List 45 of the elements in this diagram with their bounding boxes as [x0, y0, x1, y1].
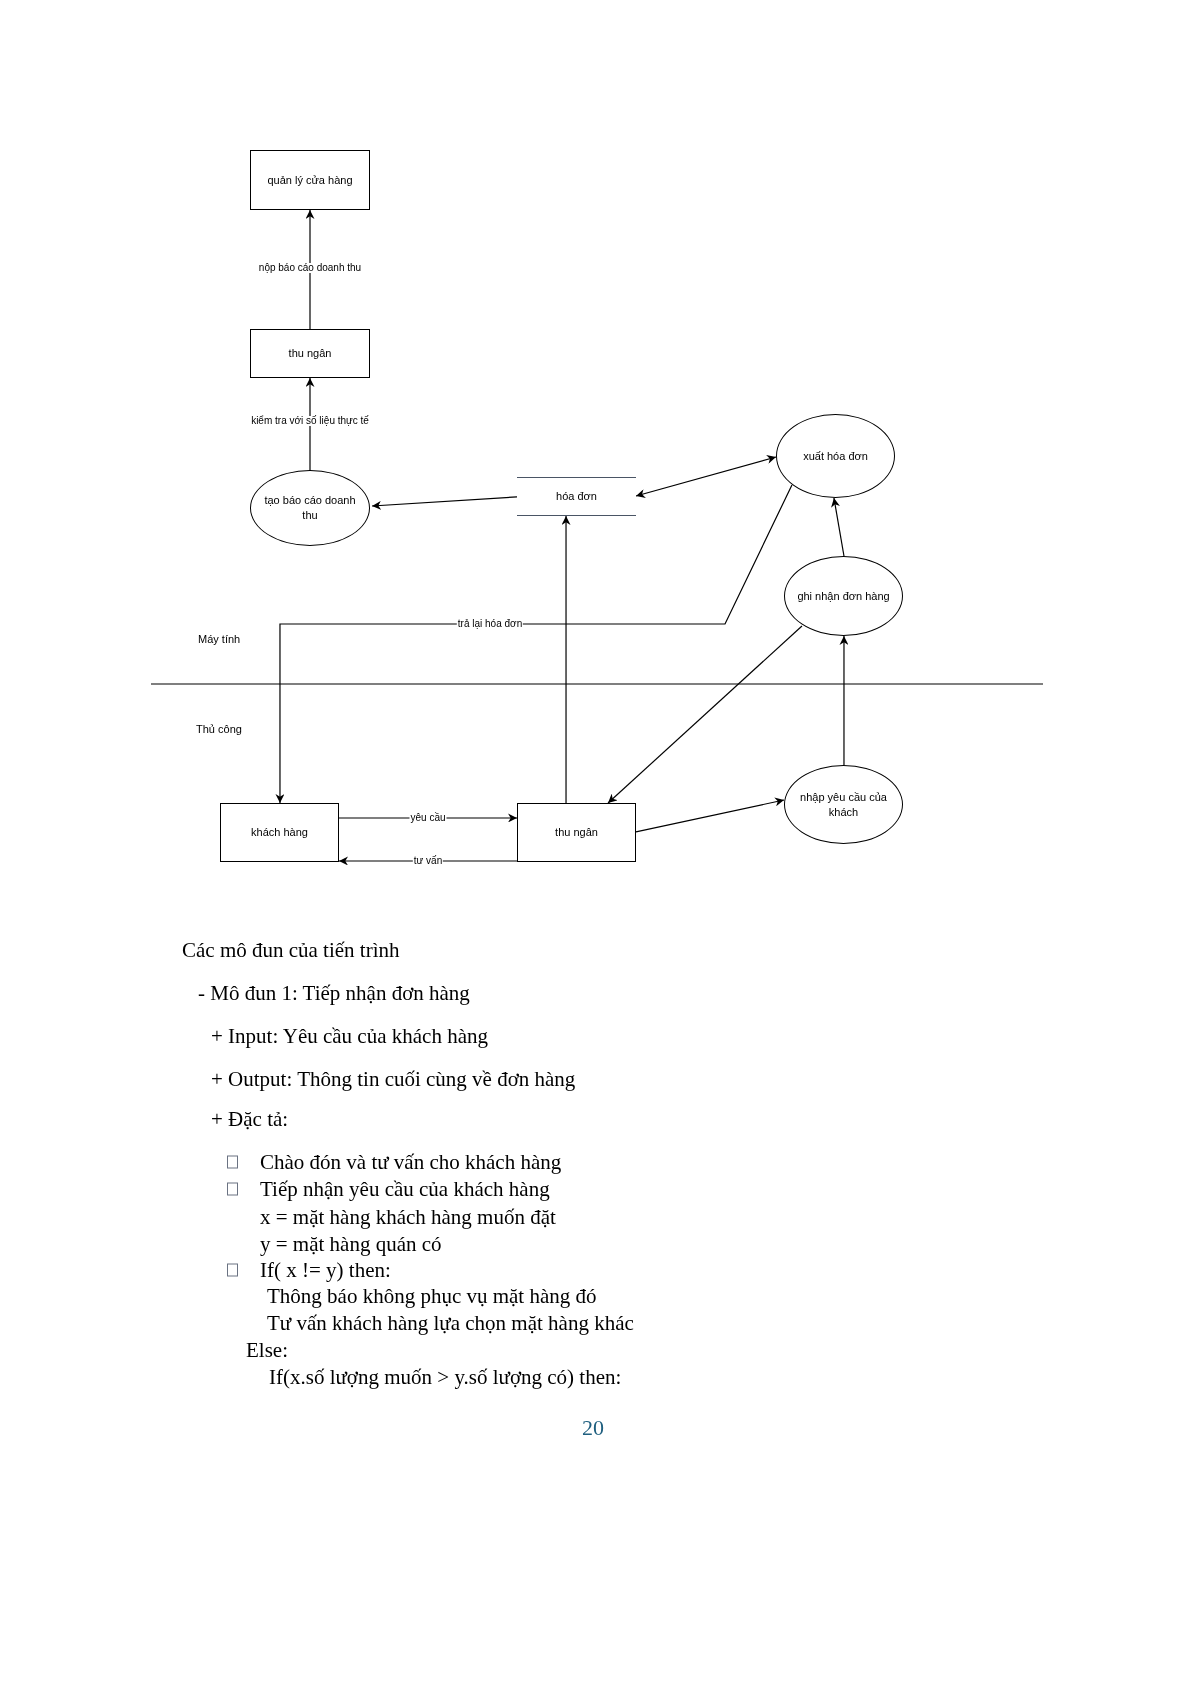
- process-box: [220, 803, 339, 862]
- node-label: khách hàng: [251, 825, 308, 840]
- text-line: - Mô đun 1: Tiếp nhận đơn hàng: [198, 981, 470, 1005]
- edge-label: trả lại hóa đơn: [456, 619, 524, 629]
- arrow: [305, 377, 315, 471]
- text-line: Tiếp nhận yêu cầu của khách hàng: [260, 1177, 550, 1201]
- arrow: [275, 484, 793, 804]
- text-line: x = mặt hàng khách hàng muốn đặt: [260, 1205, 556, 1229]
- arrow: [305, 209, 315, 330]
- text-line: + Đặc tả:: [211, 1107, 289, 1131]
- arrow: [635, 797, 785, 833]
- swimlane-label: Máy tính: [198, 631, 241, 647]
- arrow: [831, 497, 845, 557]
- text-line: y = mặt hàng quán có: [260, 1232, 442, 1256]
- swimlane-label: Thủ công: [196, 721, 242, 737]
- node-label: hóa đơn: [556, 489, 597, 504]
- arrow: [607, 625, 803, 804]
- arrow: [561, 515, 571, 804]
- text-line: Các mô đun của tiến trình: [182, 938, 400, 962]
- node-label: nhập yêu cầu của khách: [799, 789, 888, 820]
- arrow: [371, 496, 518, 510]
- process-box: [250, 329, 370, 378]
- node-label: thu ngân: [288, 346, 332, 361]
- text-line: If( x != y) then:: [260, 1258, 391, 1282]
- process-box: [250, 150, 370, 210]
- arrow: [635, 455, 777, 498]
- text-line: Else:: [246, 1338, 288, 1362]
- text-line: + Input: Yêu cầu của khách hàng: [211, 1024, 488, 1048]
- node-label: thu ngân: [555, 825, 598, 840]
- edge-label: kiểm tra với số liệu thực tế: [250, 416, 370, 426]
- process-box: [517, 803, 636, 862]
- text-line: + Output: Thông tin cuối cùng về đơn hàng: [211, 1067, 576, 1091]
- text-line: Tư vấn khách hàng lựa chọn mặt hàng khác: [267, 1311, 634, 1335]
- text-line: Chào đón và tư vấn cho khách hàng: [260, 1150, 562, 1174]
- node-label: tạo báo cáo doanh thu: [263, 493, 357, 523]
- page-number: 20: [582, 1413, 604, 1442]
- edge-label: yêu cầu: [409, 813, 447, 823]
- edge-label: nộp báo cáo doanh thu: [257, 263, 363, 273]
- node-label: quản lý cửa hàng: [267, 172, 353, 188]
- arrow: [839, 635, 849, 766]
- text-line: If(x.số lượng muốn > y.số lượng có) then:: [269, 1365, 622, 1389]
- text-line: Thông báo không phục vụ mặt hàng đó: [267, 1284, 597, 1308]
- node-label: ghi nhận đơn hàng: [797, 588, 890, 604]
- edge-label: tư vấn: [412, 856, 444, 866]
- node-label: xuất hóa đơn: [803, 448, 868, 464]
